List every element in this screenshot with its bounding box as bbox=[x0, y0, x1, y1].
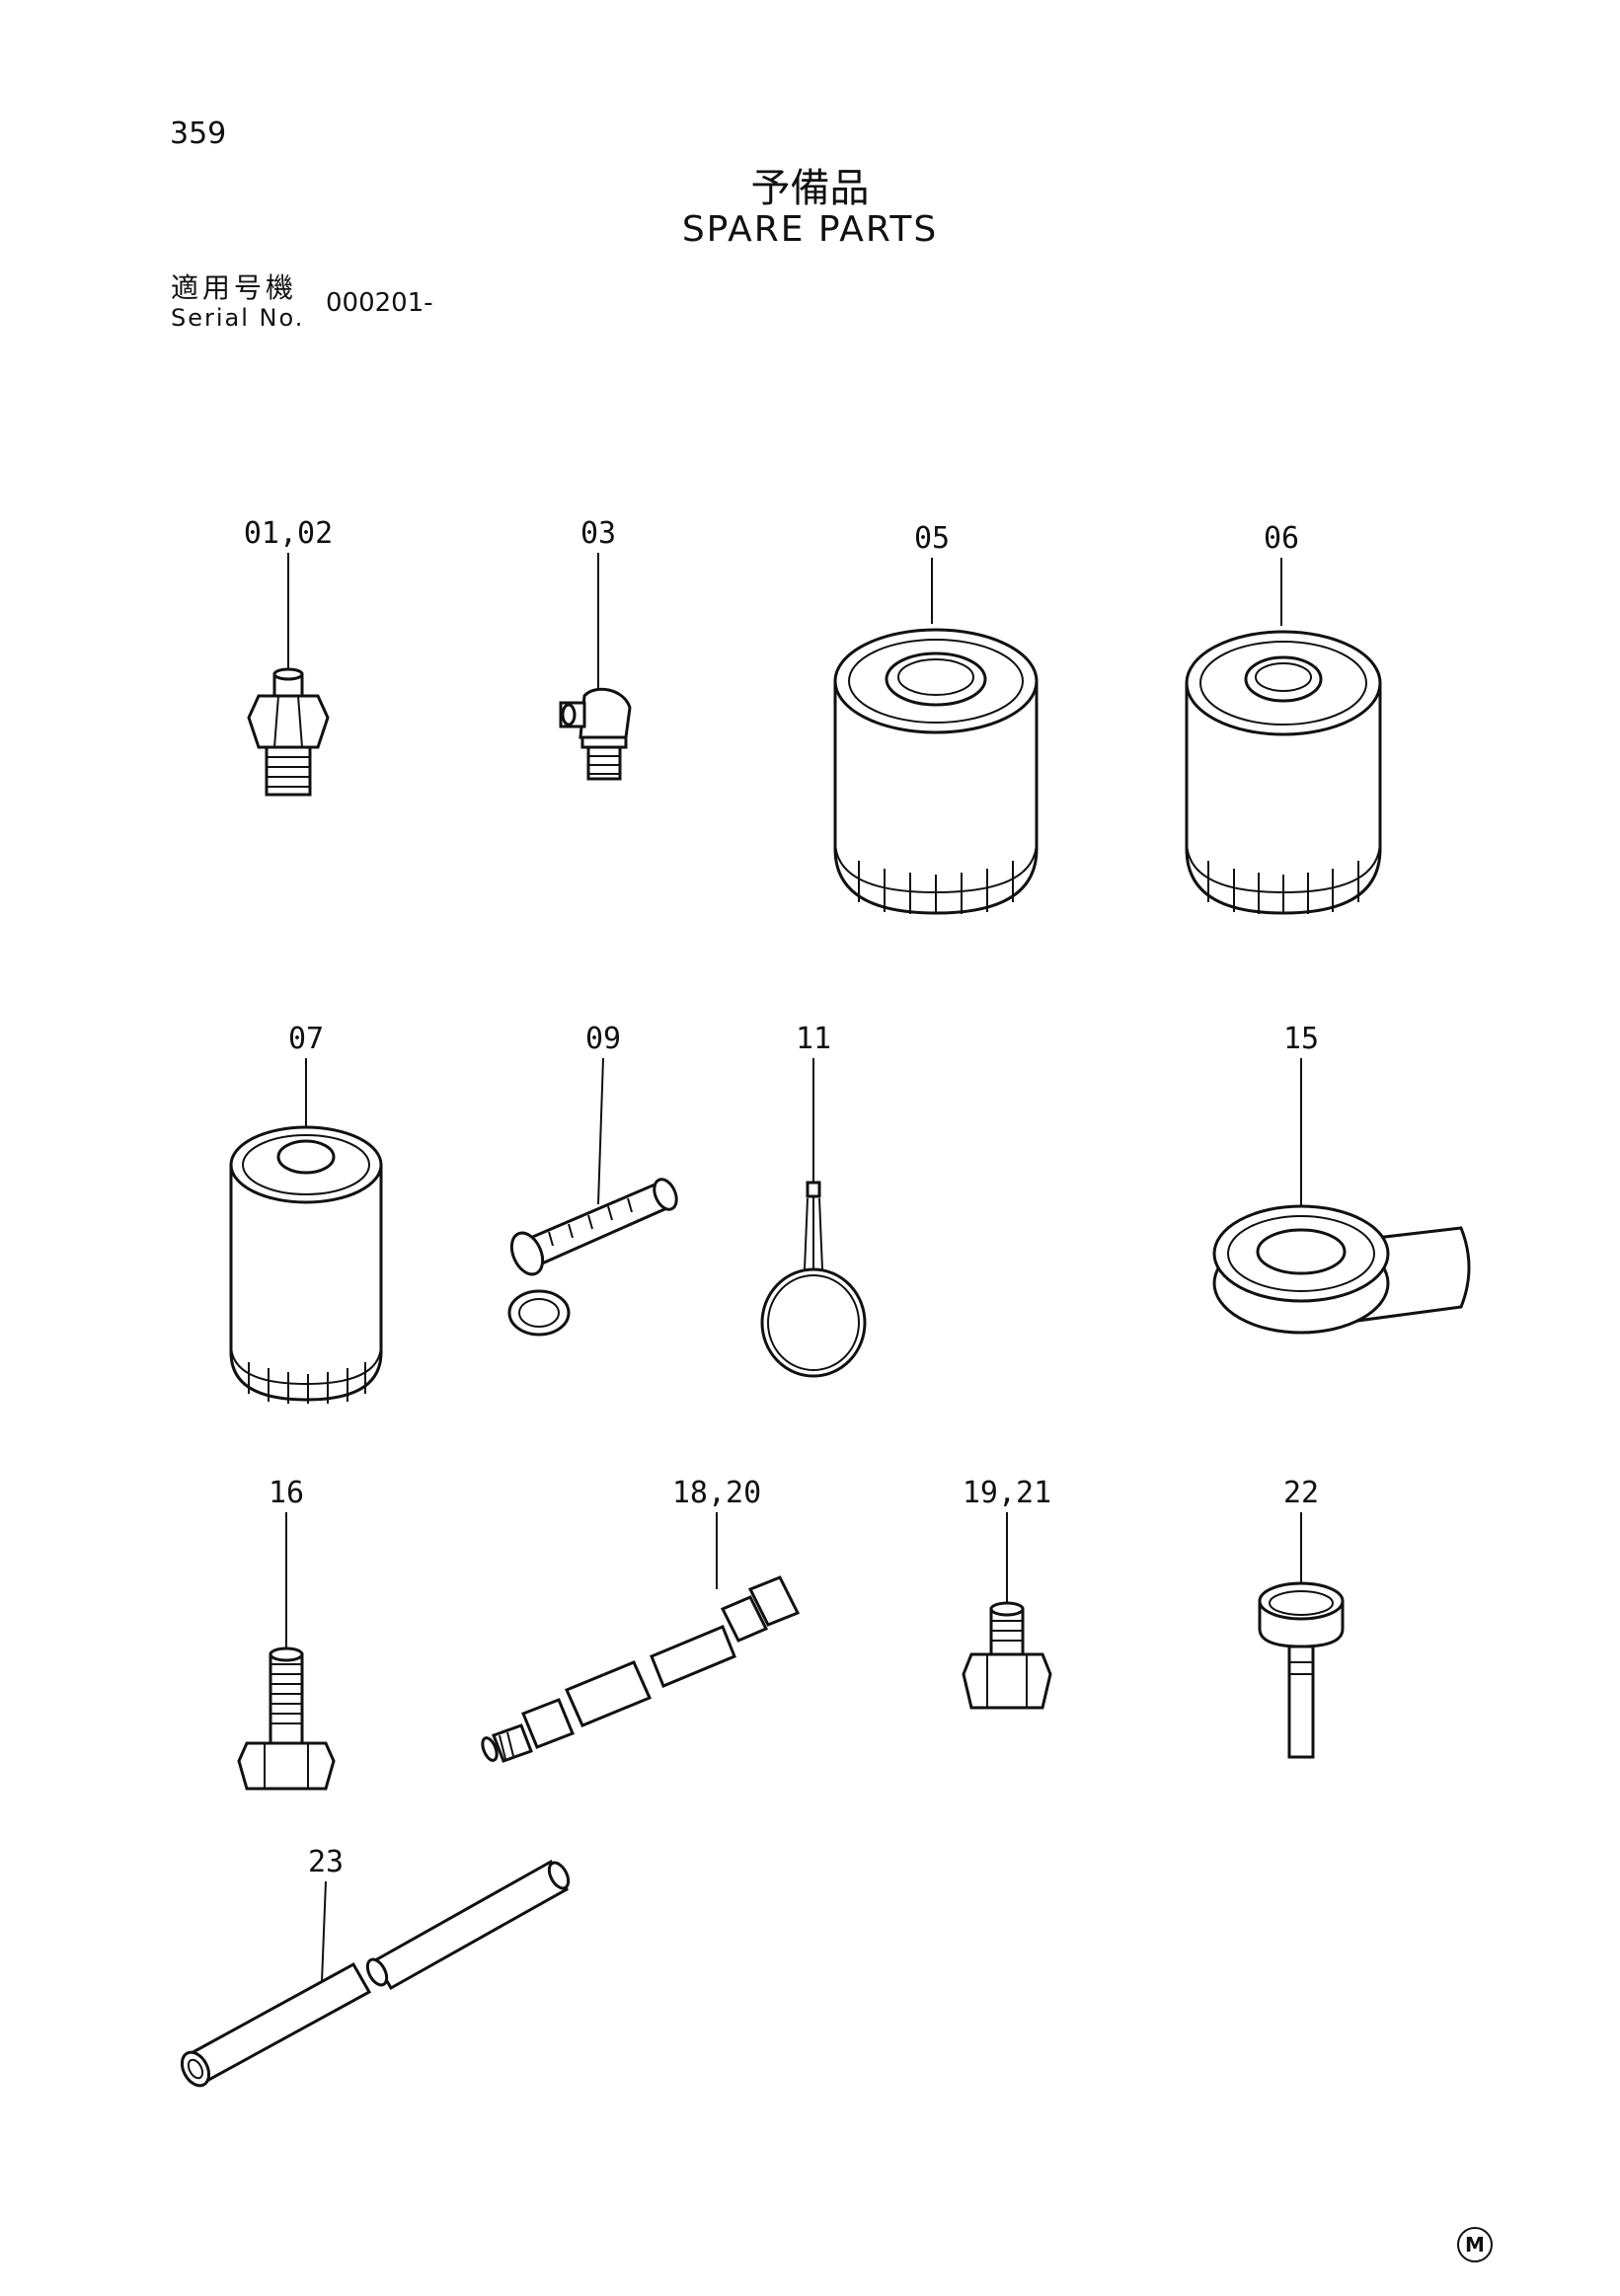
page-number: 359 bbox=[170, 116, 227, 151]
callout-label-19-21: 19,21 bbox=[963, 1476, 1051, 1510]
adapter-fitting bbox=[962, 1601, 1052, 1710]
bolt bbox=[237, 1646, 336, 1791]
filter-element-06 bbox=[1185, 630, 1382, 915]
callout-label-09: 09 bbox=[585, 1022, 621, 1056]
filter-element-05 bbox=[833, 628, 1039, 915]
leader-lines bbox=[285, 553, 1302, 1983]
callout-label-03: 03 bbox=[580, 516, 616, 551]
hose bbox=[180, 1859, 571, 2088]
filter-element-07 bbox=[229, 1125, 383, 1404]
callout-label-06: 06 bbox=[1264, 521, 1299, 556]
seal-tape bbox=[1212, 1204, 1471, 1335]
serial-number-value: 000201- bbox=[326, 288, 433, 318]
serial-label: Serial No. bbox=[171, 304, 305, 332]
callout-label-18-20: 18,20 bbox=[672, 1476, 761, 1510]
cap-with-stem bbox=[1258, 1581, 1345, 1759]
callout-label-23: 23 bbox=[308, 1845, 344, 1879]
callout-label-05: 05 bbox=[914, 521, 950, 556]
grease-nipple-angled bbox=[559, 687, 632, 781]
strainer bbox=[507, 1178, 678, 1337]
callout-label-15: 15 bbox=[1283, 1022, 1319, 1056]
grease-nipple-straight bbox=[247, 667, 330, 797]
callout-label-01-02: 01,02 bbox=[244, 516, 333, 551]
footer-mark: M bbox=[1457, 2227, 1493, 2262]
o-ring-with-tag bbox=[760, 1181, 867, 1378]
callout-label-22: 22 bbox=[1283, 1476, 1319, 1510]
serial-label-japanese: 適用号機 bbox=[171, 271, 298, 304]
page-title-japanese: 予備品 bbox=[750, 166, 870, 211]
callout-label-07: 07 bbox=[288, 1022, 324, 1056]
hose-assembly bbox=[481, 1575, 801, 1763]
page-title: SPARE PARTS bbox=[681, 209, 939, 250]
callout-label-16: 16 bbox=[269, 1476, 304, 1510]
callout-label-11: 11 bbox=[796, 1022, 831, 1056]
